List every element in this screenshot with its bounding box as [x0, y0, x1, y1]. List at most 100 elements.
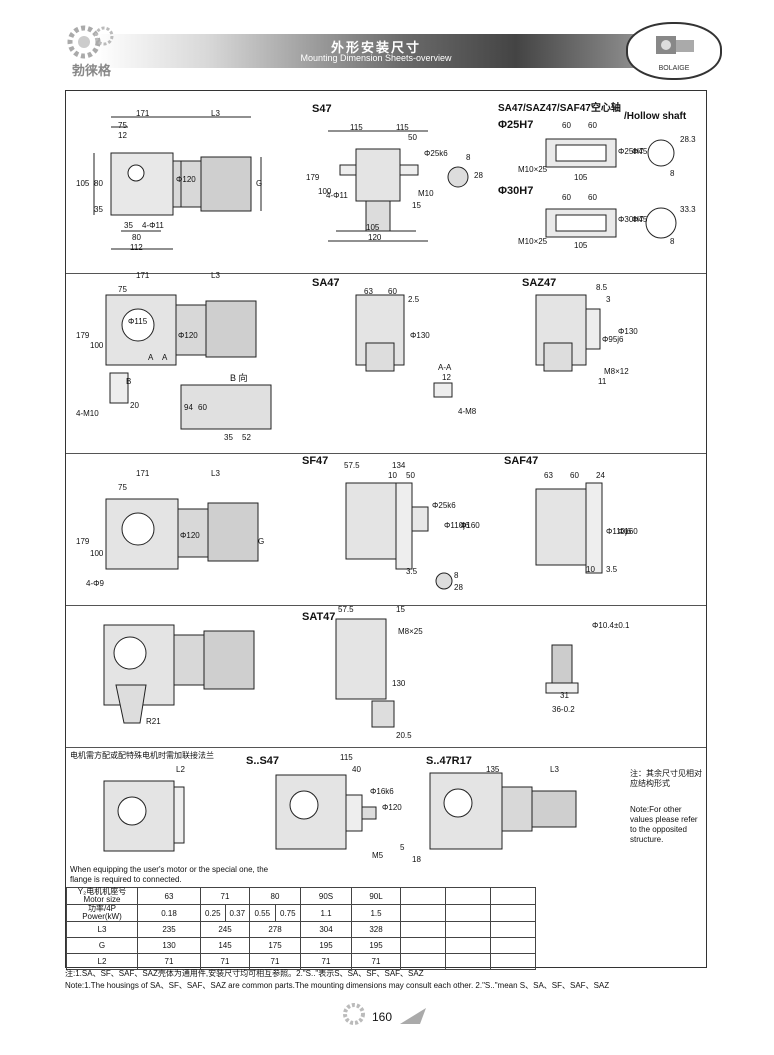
dim: 4-M8 — [458, 407, 477, 416]
table-row: L3 235 245 278 304 328 — [66, 921, 536, 938]
dim: Φ130 — [618, 327, 638, 336]
dim: Φ115 — [128, 317, 148, 326]
drawing-frame: S47 SA47/SAZ47/SAF47空心轴 /Hollow shaft Φ2… — [65, 90, 707, 970]
dim: L3 — [211, 109, 220, 118]
power-cell: 1.1 — [300, 904, 352, 922]
dim: Φ10.4±0.1 — [592, 621, 630, 630]
dim: 4-M10 — [76, 409, 99, 418]
dim: 20.5 — [396, 731, 412, 740]
dim: Φ16k6 — [370, 787, 394, 796]
sf47-drawing — [105, 482, 603, 590]
hollow-d30: Φ30H7 — [498, 185, 534, 197]
dim: 4-Φ11 — [326, 191, 348, 200]
gear-icon — [67, 25, 114, 59]
motor-size-cell: 71 — [200, 887, 250, 905]
dim: 15 — [396, 605, 405, 614]
table-row: G 130 145 175 195 195 — [66, 937, 536, 954]
dim: Φ120 — [180, 531, 200, 540]
dim: 105 — [366, 223, 380, 232]
dim: 100 — [90, 341, 104, 350]
dim: M10 — [418, 189, 434, 198]
dim: 80 — [94, 179, 103, 188]
dim: A — [162, 353, 168, 362]
dim: 3.5 — [406, 567, 418, 576]
motor-size-cell: 80 — [249, 887, 301, 905]
dim: 4-Φ11 — [142, 221, 164, 230]
dim: Φ30H7 — [618, 215, 644, 224]
saz47-label: SAZ47 — [522, 277, 557, 289]
dim: M10×25 — [518, 165, 548, 174]
variants-drawing — [103, 772, 577, 852]
dim: 105 — [574, 173, 588, 182]
dim: R21 — [146, 717, 161, 726]
dim: Φ130 — [410, 331, 430, 340]
header-power: 功率/4P Power(kW) — [66, 904, 138, 922]
dim: 75 — [118, 121, 127, 130]
dim: 130 — [392, 679, 406, 688]
dim: 112 — [130, 243, 143, 252]
dim: M8×12 — [604, 367, 629, 376]
sa47-label: SA47 — [312, 277, 340, 289]
motor-spec-table: Y₂电机机座号 Motor size 63 71 80 90S 90L 功率/4… — [66, 887, 536, 970]
side-note-cn: 注：其余尺寸见相对应结构形式 — [630, 769, 702, 788]
dim: 10 — [586, 565, 595, 574]
page-header: 外形安装尺寸 Mounting Dimension Sheets-overvie… — [0, 0, 774, 80]
dim: 100 — [90, 549, 104, 558]
hollow-d25: Φ25H7 — [498, 119, 534, 131]
row-name: L3 — [66, 921, 138, 938]
motor-size-cell: 90S — [300, 887, 352, 905]
brand-logo: 勃徕格 — [62, 20, 142, 80]
motor-size-cell: 63 — [137, 887, 201, 905]
dim: B — [126, 377, 132, 386]
sa47-drawing — [105, 294, 601, 430]
row-name: G — [66, 937, 138, 954]
dim: 75 — [118, 483, 127, 492]
brand-badge: BOLAIGE — [626, 22, 722, 80]
dim: Φ120 — [382, 803, 402, 812]
dim: 5 — [400, 843, 405, 852]
dim: 179 — [76, 331, 90, 340]
dim: 135 — [486, 765, 500, 774]
dim: 8 — [670, 169, 675, 178]
motor-size-cell: 90L — [351, 887, 401, 905]
dim: 10 — [388, 471, 397, 480]
dim: 105 — [574, 241, 588, 250]
dim: 171 — [136, 271, 150, 280]
power-cell: 0.18 — [137, 904, 201, 922]
dim: A — [148, 353, 154, 362]
saf47-label: SAF47 — [504, 455, 539, 467]
dim: 31 — [560, 691, 569, 700]
dim: 60 — [198, 403, 207, 412]
dim: 57.5 — [338, 605, 354, 614]
motor-note-cn: 电机需方配或配特殊电机时需加联接法兰 — [70, 751, 214, 760]
table-row: L2 71 71 71 71 71 — [66, 953, 536, 970]
dim: 4-Φ9 — [86, 579, 104, 588]
sf47-label: SF47 — [302, 455, 329, 467]
dim: 8.5 — [596, 283, 608, 292]
section-divider — [66, 273, 706, 274]
sat47-label: SAT47 — [302, 611, 336, 623]
dim: Φ25H7 — [618, 147, 644, 156]
dim: 60 — [562, 193, 571, 202]
dim: 8 — [466, 153, 471, 162]
dim: 134 — [392, 461, 406, 470]
dim: Φ160 — [460, 521, 480, 530]
dim: 50 — [408, 133, 417, 142]
dim: 24 — [596, 471, 605, 480]
dim: 179 — [306, 173, 320, 182]
b-view-label: B 向 — [230, 373, 248, 383]
header-motor-size: Y₂电机机座号 Motor size — [66, 887, 138, 905]
dim: 100 — [318, 187, 332, 196]
dim: 3.5 — [606, 565, 618, 574]
power-cell: 0.55 — [249, 904, 276, 922]
footnotes: 注:1.SA、SF、SAF、SAZ壳体为通用件,安装尺寸均可相互参照。2."S.… — [65, 968, 725, 992]
dim: Φ45 — [632, 147, 648, 156]
dim: G — [256, 179, 263, 188]
footer-gear-icon — [343, 1003, 365, 1025]
dim: 60 — [562, 121, 571, 130]
dim: 40 — [352, 765, 361, 774]
sat47-drawing — [103, 618, 579, 728]
dim: 35 — [224, 433, 233, 442]
dim: 80 — [132, 233, 141, 242]
dim: 115 — [350, 123, 363, 132]
